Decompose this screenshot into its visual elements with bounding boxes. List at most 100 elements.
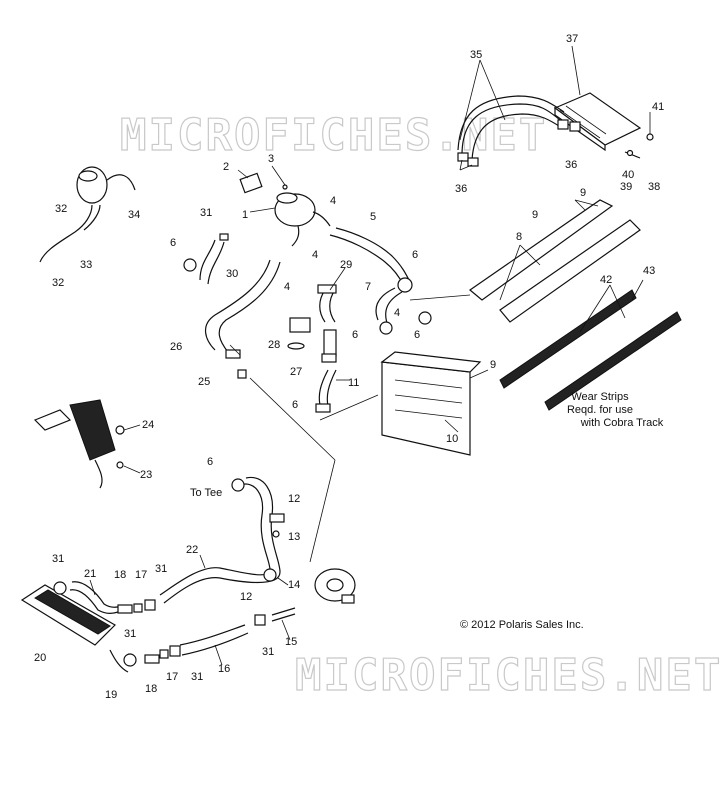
clip-17b xyxy=(159,649,169,659)
callout-31: 31 xyxy=(52,553,64,565)
callout-31: 31 xyxy=(262,646,274,658)
fitting-18b xyxy=(144,654,160,664)
callout-14: 14 xyxy=(288,579,300,591)
callout-36: 36 xyxy=(455,183,467,195)
callout-28: 28 xyxy=(268,339,280,351)
clamp-25 xyxy=(237,369,247,379)
callout-1: 1 xyxy=(242,209,248,221)
callout-23: 23 xyxy=(140,469,152,481)
callout-4: 4 xyxy=(394,307,400,319)
callout-17: 17 xyxy=(135,569,147,581)
callout-6: 6 xyxy=(292,399,298,411)
note-wear-strips-2: Reqd. for use xyxy=(567,404,633,416)
hose-22 xyxy=(159,483,271,596)
callout-8: 8 xyxy=(516,231,522,243)
callout-6: 6 xyxy=(170,237,176,249)
callout-17: 17 xyxy=(166,671,178,683)
callout-6: 6 xyxy=(352,329,358,341)
callout-35: 35 xyxy=(470,49,482,61)
callout-11: 11 xyxy=(348,377,359,389)
callout-10: 10 xyxy=(446,433,458,445)
cooler-24 xyxy=(33,399,125,489)
callout-5: 5 xyxy=(370,211,376,223)
callout-9: 9 xyxy=(532,209,538,221)
clip-17a xyxy=(133,603,143,613)
callout-38: 38 xyxy=(648,181,660,193)
heat-exchanger-10 xyxy=(380,351,482,456)
callout-4: 4 xyxy=(312,249,318,261)
leader-lines xyxy=(89,45,651,666)
clamp-6a xyxy=(183,258,197,272)
wear-strips-42 xyxy=(499,289,682,411)
surge-tank-left xyxy=(39,166,136,263)
hose-30 xyxy=(199,239,216,281)
callout-30: 30 xyxy=(226,268,238,280)
hoses-35 xyxy=(457,95,565,161)
callout-18: 18 xyxy=(114,569,126,581)
clamp-4 xyxy=(379,321,393,335)
callout-27: 27 xyxy=(290,366,302,378)
callout-12: 12 xyxy=(288,493,300,505)
watermark-bottom: MICROFICHES.NET xyxy=(295,650,720,701)
copyright: © 2012 Polaris Sales Inc. xyxy=(460,619,584,631)
clamp-31f xyxy=(169,645,181,657)
callout-34: 34 xyxy=(128,209,140,221)
callout-4: 4 xyxy=(284,281,290,293)
water-pump xyxy=(314,568,356,604)
clamp-6f xyxy=(231,478,245,492)
clamp-6c xyxy=(418,311,432,325)
hose-16 xyxy=(179,624,246,646)
callout-31: 31 xyxy=(124,628,136,640)
thermostat-housing xyxy=(287,284,337,363)
callout-31: 31 xyxy=(200,207,212,219)
hose-5 xyxy=(329,234,405,287)
clamp-6b xyxy=(397,277,413,293)
cooler-20 xyxy=(20,581,129,673)
callout-18: 18 xyxy=(145,683,157,695)
callout-36: 36 xyxy=(565,159,577,171)
callout-31: 31 xyxy=(155,563,167,575)
note-wear-strips-1: Wear Strips xyxy=(571,391,629,403)
callout-32: 32 xyxy=(55,203,67,215)
callout-20: 20 xyxy=(34,652,46,664)
rail-8 xyxy=(469,199,641,323)
callout-12: 12 xyxy=(240,591,252,603)
clamp-31e xyxy=(123,653,137,667)
callout-6: 6 xyxy=(414,329,420,341)
callout-6: 6 xyxy=(207,456,213,468)
fitting-18a xyxy=(117,604,133,614)
clamp-31d xyxy=(254,614,266,626)
clamp-12a xyxy=(269,513,285,523)
callout-25: 25 xyxy=(198,376,210,388)
note-wear-strips-3: with Cobra Track xyxy=(580,417,664,429)
callout-13: 13 xyxy=(288,531,300,543)
clamps-36 xyxy=(457,119,581,167)
hose-26 xyxy=(205,259,271,351)
callout-43: 43 xyxy=(643,265,655,277)
clamp-31c xyxy=(144,599,156,611)
callout-37: 37 xyxy=(566,33,578,45)
callout-2: 2 xyxy=(223,161,229,173)
clamp-31b xyxy=(53,581,67,595)
hose-7 xyxy=(375,287,396,321)
callout-16: 16 xyxy=(218,663,230,675)
fitting-15 xyxy=(271,607,296,616)
callout-40: 40 xyxy=(622,169,634,181)
callout-39: 39 xyxy=(620,181,632,193)
callout-21: 21 xyxy=(84,568,96,580)
watermark-top: MICROFICHES.NET xyxy=(120,110,547,161)
callout-9: 9 xyxy=(580,187,586,199)
callout-6: 6 xyxy=(412,249,418,261)
callout-31: 31 xyxy=(191,671,203,683)
callout-9: 9 xyxy=(490,359,496,371)
callout-29: 29 xyxy=(340,259,352,271)
callout-7: 7 xyxy=(365,281,371,293)
surge-tank-1 xyxy=(239,172,331,247)
clamp-31a xyxy=(219,233,229,241)
callout-3: 3 xyxy=(268,153,274,165)
note-to-tee: To Tee xyxy=(190,487,222,499)
callout-labels: 37 35 41 36 36 40 39 38 2 3 1 4 5 32 34 … xyxy=(34,33,664,701)
callout-42: 42 xyxy=(600,274,612,286)
